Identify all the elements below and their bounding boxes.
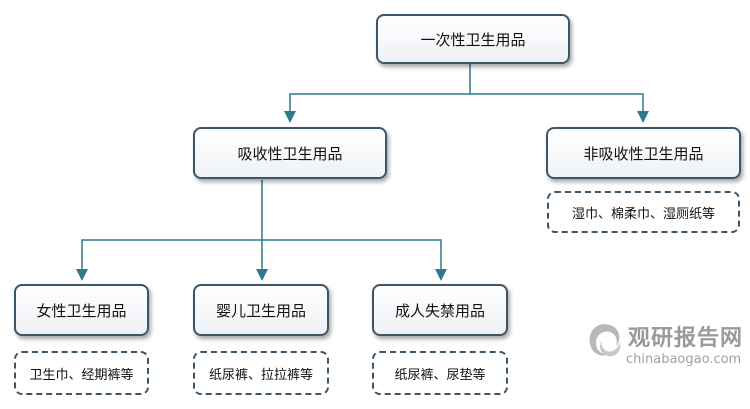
- watermark-logo-icon: [589, 324, 621, 357]
- female-hygiene-node: 女性卫生用品: [14, 284, 149, 336]
- adult-incontinence-desc: 纸尿裤、尿垫等: [372, 351, 508, 395]
- connector-root-branch: [284, 64, 471, 123]
- connector-absorbent-right: [262, 239, 447, 281]
- watermark-name: 观研报告网: [628, 326, 744, 351]
- adult-incontinence-label: 成人失禁用品: [394, 301, 485, 320]
- baby-hygiene-desc: 纸尿裤、拉拉裤等: [193, 351, 329, 395]
- absorbent-node: 吸收性卫生用品: [193, 127, 387, 179]
- non-absorbent-node-label: 非吸收性卫生用品: [583, 144, 704, 163]
- baby-hygiene-desc-text: 纸尿裤、拉拉裤等: [208, 367, 313, 383]
- watermark-url: chinabaogao.com: [626, 352, 742, 367]
- non-absorbent-node: 非吸收性卫生用品: [546, 127, 741, 179]
- adult-incontinence-desc-text: 纸尿裤、尿垫等: [394, 367, 486, 383]
- baby-hygiene-label: 婴儿卫生用品: [215, 301, 306, 320]
- non-absorbent-desc: 湿巾、棉柔巾、湿厕纸等: [547, 191, 740, 233]
- female-hygiene-desc-text: 卫生巾、经期裤等: [29, 367, 134, 383]
- root-node-label: 一次性卫生用品: [420, 30, 526, 49]
- female-hygiene-label: 女性卫生用品: [36, 301, 127, 320]
- absorbent-node-label: 吸收性卫生用品: [237, 144, 343, 163]
- connector-root-branch-right: [470, 93, 649, 123]
- adult-incontinence-node: 成人失禁用品: [372, 284, 508, 336]
- female-hygiene-desc: 卫生巾、经期裤等: [14, 351, 149, 395]
- baby-hygiene-node: 婴儿卫生用品: [193, 284, 329, 336]
- non-absorbent-desc-text: 湿巾、棉柔巾、湿厕纸等: [571, 206, 715, 222]
- connector-absorbent-branch: [76, 180, 263, 281]
- root-node: 一次性卫生用品: [376, 14, 570, 64]
